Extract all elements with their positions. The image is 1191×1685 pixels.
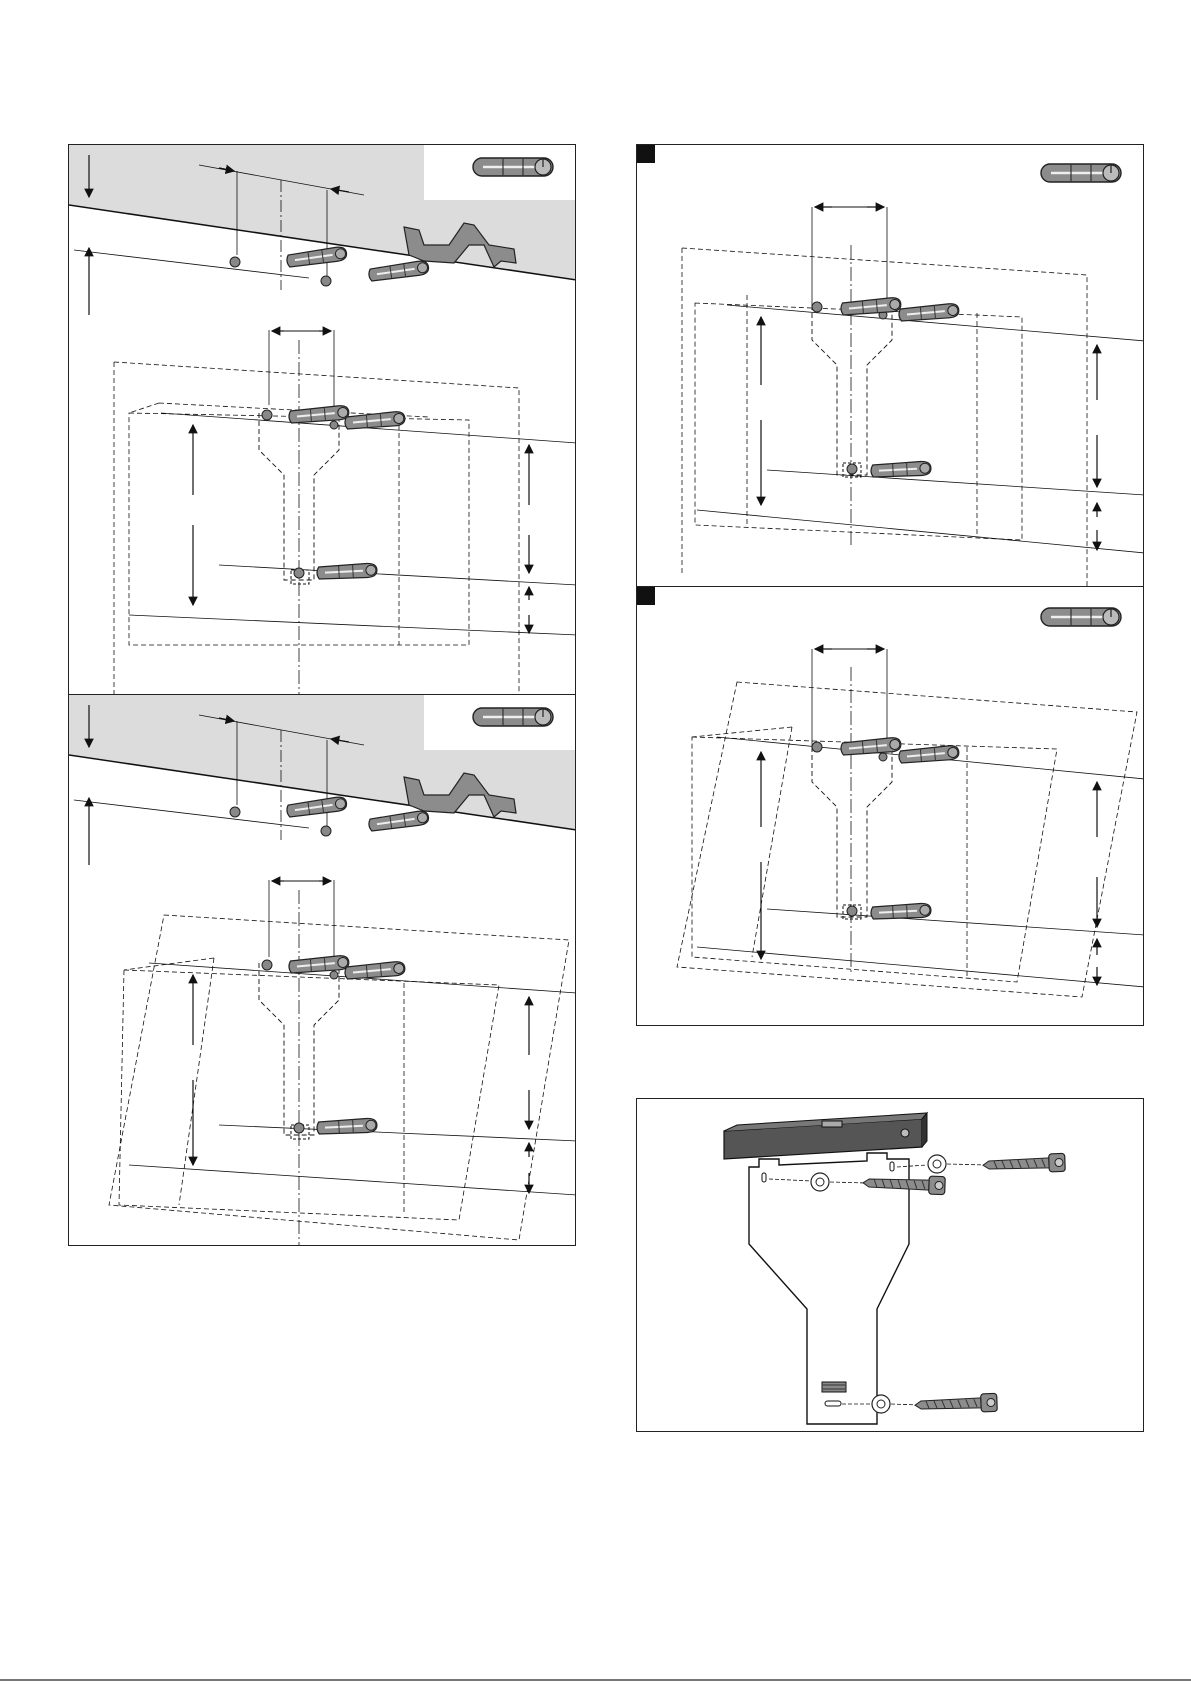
panel-wall-layout-sloped [636,586,1144,1026]
screw [915,1393,998,1414]
panel-5-drawing [637,1099,1144,1432]
wall-plug-icon [1041,164,1121,182]
panel-bracket-assembly [636,1098,1144,1432]
panel-wall-ceiling-layout [68,144,576,696]
wall-plug-icon [473,708,553,726]
spirit-level-icon [724,1113,927,1159]
panel-3-drawing [69,695,576,1246]
panel-wall-layout [636,144,1144,587]
wall-plug-icon [473,158,553,176]
page-footer-rule [0,1675,1191,1685]
panel-2-drawing [637,145,1144,587]
panel-4-drawing [637,587,1144,1026]
screw [983,1153,1066,1174]
panel-1-drawing [69,145,576,696]
wall-bracket [749,1153,909,1424]
panel-wall-ceiling-layout-sloped [68,694,576,1246]
wall-plug-icon [1041,608,1121,626]
